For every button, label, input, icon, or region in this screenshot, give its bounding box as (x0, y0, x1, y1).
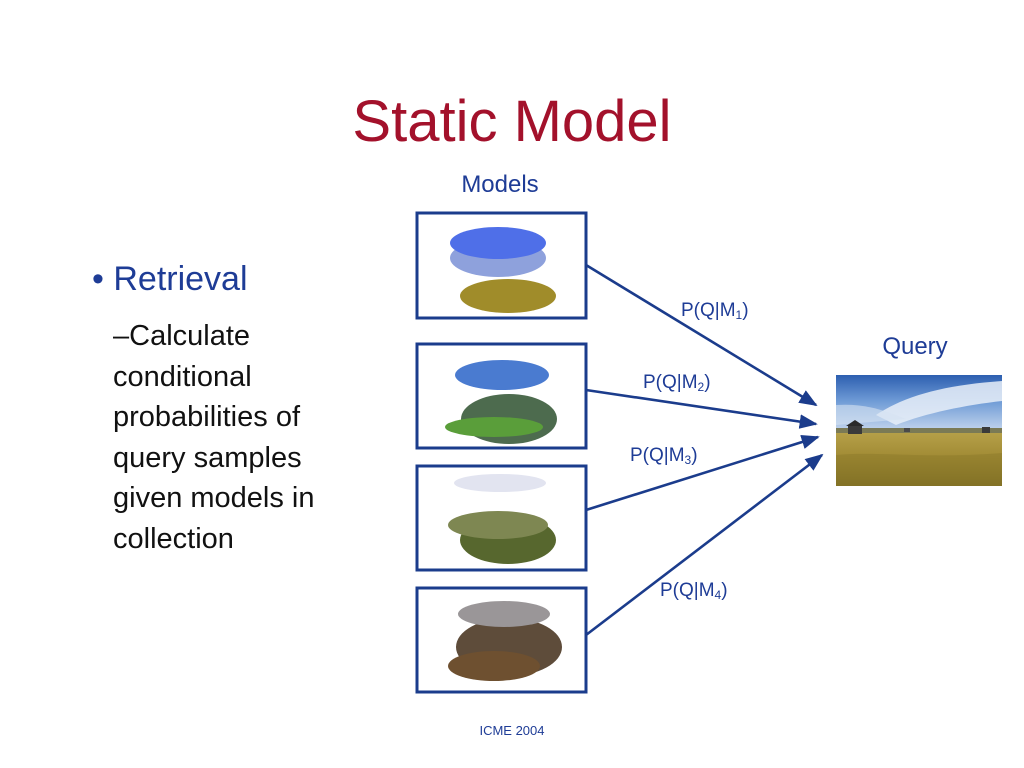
arrow-model-1-to-query (585, 263, 818, 407)
model-box-3 (415, 464, 588, 572)
bullet-retrieval: • Retrieval (92, 260, 248, 298)
probability-label-4: P(Q|M4) (660, 580, 728, 602)
model-2-blob-a (455, 360, 549, 390)
model-box-1 (415, 211, 588, 320)
model-4-blob-c (448, 651, 540, 681)
slide-footer: ICME 2004 (479, 723, 545, 738)
query-label: Query (882, 333, 948, 360)
model-box-4 (415, 586, 588, 694)
models-label: Models (461, 171, 539, 198)
model-4-blob-b (458, 601, 550, 627)
arrow-model-3-to-query (585, 434, 820, 512)
model-2-blob-c (445, 417, 543, 437)
arrow-model-2-to-query (585, 388, 818, 429)
probability-label-2: P(Q|M2) (643, 372, 711, 394)
query-image (836, 375, 1002, 486)
probability-label-1: P(Q|M1) (681, 300, 749, 322)
slide-title: Static Model (352, 89, 672, 154)
arrow-model-4-to-query (585, 453, 824, 637)
model-3-blob-a (454, 474, 546, 492)
model-box-2 (415, 342, 588, 450)
model-3-blob-c (448, 511, 548, 539)
sub-bullet-text: –Calculate conditional probabilities of … (113, 320, 315, 555)
model-1-blob-b (450, 227, 546, 259)
model-1-blob-c (460, 279, 556, 313)
probability-label-3: P(Q|M3) (630, 445, 698, 467)
